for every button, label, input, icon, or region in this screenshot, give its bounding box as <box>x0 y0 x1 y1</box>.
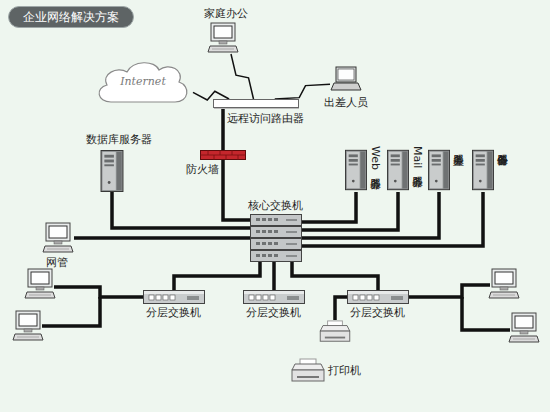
network-cable <box>112 192 250 228</box>
network-cable <box>302 192 398 230</box>
access-switch: 分层交换机 <box>347 290 409 304</box>
backup-server-outline <box>472 148 494 192</box>
home-office-pc-outline <box>207 22 239 54</box>
database-server-icon <box>101 150 123 191</box>
main-server-outline <box>428 148 450 192</box>
mail-server-icon <box>387 150 408 189</box>
network-admin-pc-outline <box>42 222 74 254</box>
access-switch-icon <box>144 291 205 304</box>
node-label: 分层交换机 <box>246 306 301 319</box>
web-server-icon <box>345 150 366 189</box>
node-label: 核心交换机 <box>248 199 303 212</box>
node-label: 打印机 <box>328 364 361 377</box>
node-label: Web服务器 <box>369 146 381 170</box>
client-computer <box>489 269 519 298</box>
client-computer <box>25 269 55 298</box>
access-switch: 分层交换机 <box>143 290 205 304</box>
lan-wire <box>42 297 100 326</box>
client-computer <box>13 311 43 340</box>
internet-cloud: Internet <box>93 58 193 108</box>
main-server: 主服务器 <box>428 148 450 192</box>
network-cable <box>272 262 276 290</box>
network-cable <box>335 297 347 320</box>
access-router: 远程访问路由器 <box>213 99 299 109</box>
access-switch-icon <box>348 291 409 304</box>
core-switch-icon <box>251 215 302 262</box>
network-cable <box>302 192 356 222</box>
network-cable <box>223 160 250 220</box>
access-switch-icon <box>244 291 305 304</box>
mail-server: Mail服务器 <box>387 148 409 192</box>
home-office-pc-icon <box>208 23 238 52</box>
lan-wire <box>409 285 490 297</box>
node-label: 分层交换机 <box>350 306 405 319</box>
node-label: Internet <box>93 75 193 88</box>
backup-server: 备份服务器 <box>472 148 494 192</box>
network-cable <box>174 262 260 290</box>
wireless-link <box>275 84 330 99</box>
node-label: 出差人员 <box>324 96 368 109</box>
access-router-icon <box>214 100 300 110</box>
node-label: 分层交换机 <box>146 306 201 319</box>
diagram-title: 企业网络解决方案 <box>8 6 134 28</box>
wireless-link <box>193 91 229 100</box>
node-label: Mail服务器 <box>411 146 423 168</box>
printer: 打印机 <box>290 320 352 384</box>
network-cable <box>221 109 225 150</box>
network-cable <box>302 192 439 238</box>
network-cable <box>74 236 250 240</box>
lan-wire <box>54 287 143 297</box>
node-label: 网管 <box>46 256 68 269</box>
database-server: 数据库服务器 <box>100 150 124 192</box>
access-switch-outline <box>143 290 205 304</box>
core-switch: 核心交换机 <box>250 214 302 262</box>
network-admin-pc: 网管 <box>42 222 74 254</box>
node-label: 家庭办公 <box>204 7 248 20</box>
main-server-icon <box>428 150 449 189</box>
access-router-outline <box>213 99 299 109</box>
access-switch: 分层交换机 <box>243 290 305 304</box>
client-computer <box>509 313 539 342</box>
lan-wire <box>462 297 510 330</box>
web-server-outline <box>345 148 367 192</box>
firewall-outline <box>200 150 246 160</box>
access-switch-outline <box>347 290 409 304</box>
node-label: 防火墙 <box>186 163 219 176</box>
node-label: 数据库服务器 <box>86 133 152 146</box>
firewall: 防火墙 <box>200 150 246 160</box>
database-server-outline <box>100 150 124 192</box>
access-switch-outline <box>243 290 305 304</box>
backup-server-icon <box>472 150 493 189</box>
lan-wire <box>42 285 510 330</box>
firewall-icon <box>200 150 246 160</box>
mail-server-outline <box>387 148 409 192</box>
node-label: 远程访问路由器 <box>227 112 304 125</box>
wireless-link <box>231 54 254 99</box>
travel-laptop-outline <box>330 66 362 94</box>
network-cable <box>302 192 483 246</box>
client-computer <box>13 269 539 342</box>
network-admin-pc-icon <box>43 223 73 252</box>
home-office-pc: 家庭办公 <box>207 22 239 54</box>
core-switch-outline <box>250 214 302 262</box>
travel-laptop-icon <box>331 67 361 90</box>
web-server: Web服务器 <box>345 148 367 192</box>
travel-laptop: 出差人员 <box>330 66 362 94</box>
network-cable <box>292 262 378 290</box>
